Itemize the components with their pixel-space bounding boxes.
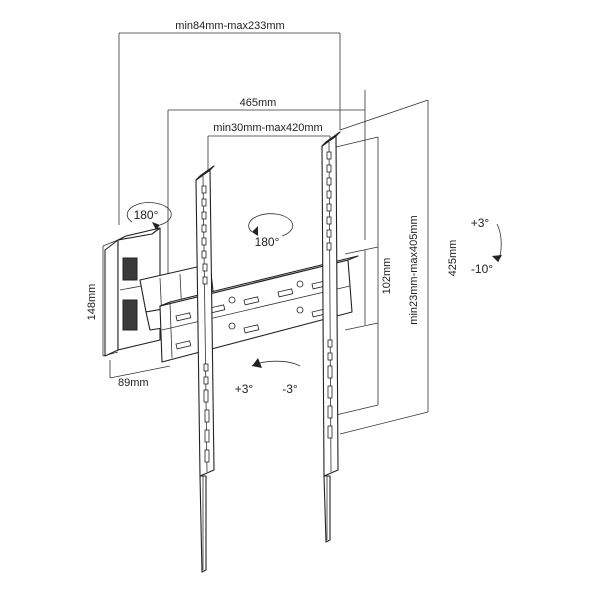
- wall-plate-width-label: 89mm: [118, 377, 149, 389]
- swivel-arm-label: 180°: [134, 208, 159, 222]
- tilt-down-label: -10°: [471, 262, 493, 276]
- rail-height-label: 102mm: [381, 258, 393, 295]
- tilt-up-label: +3°: [471, 216, 490, 230]
- adapter-spacing-label: min30mm-max420mm: [213, 122, 322, 134]
- depth-label: min84mm-max233mm: [175, 20, 284, 32]
- left-vertical-adapter: [195, 165, 215, 573]
- swivel-center-label: 180°: [255, 235, 280, 249]
- vesa-horizontal-label: 465mm: [240, 97, 277, 109]
- left-adapter-holes: [201, 185, 210, 463]
- vesa-vertical-range-label: min23mm-max405mm: [408, 215, 420, 324]
- level-plus-label: +3°: [235, 382, 254, 396]
- rotation-arrows: [126, 202, 502, 368]
- level-minus-label: -3°: [282, 382, 298, 396]
- right-adapter-holes: [326, 151, 333, 439]
- vesa-vertical-label: 425mm: [447, 240, 459, 277]
- wall-plate-height-label: 148mm: [86, 284, 98, 321]
- dimension-lines: [102, 32, 429, 435]
